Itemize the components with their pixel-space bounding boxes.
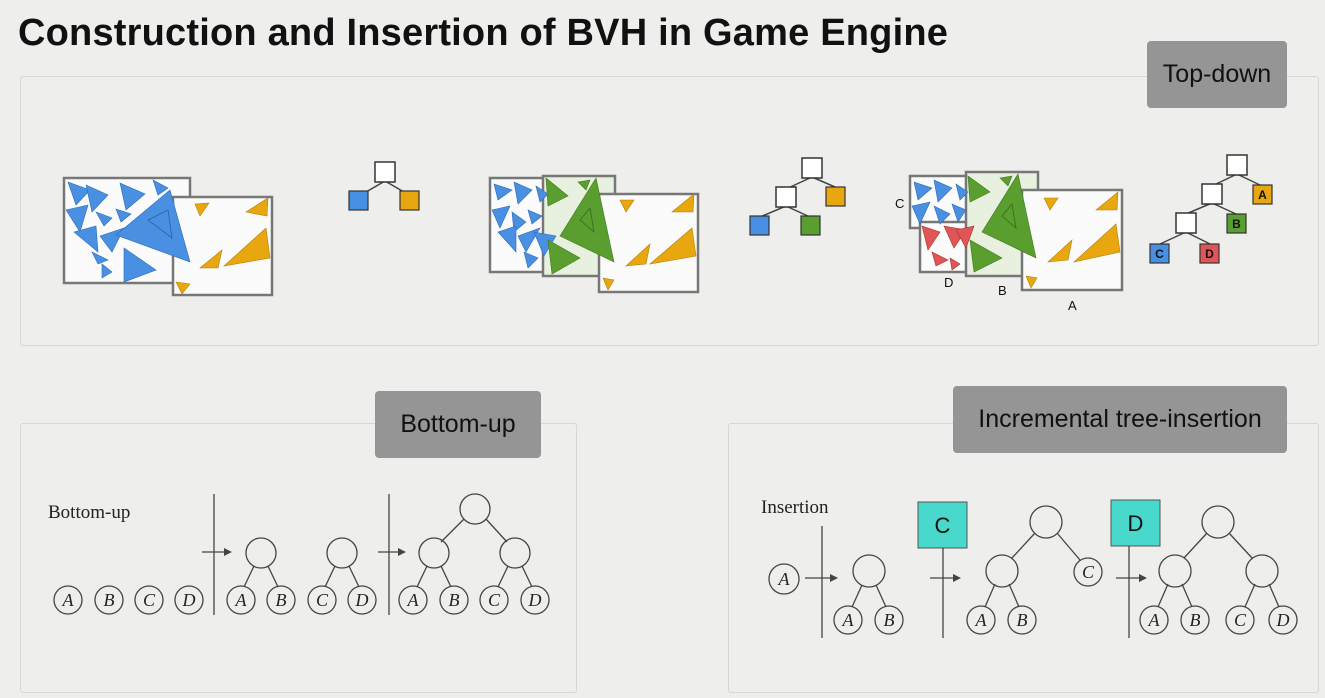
insertion-caption: Insertion — [761, 497, 829, 518]
ins-node-b-3: B — [1017, 610, 1028, 630]
scene-label-d: D — [944, 275, 953, 290]
scene-step1 — [64, 178, 272, 295]
tree-step2 — [750, 158, 845, 235]
ins-node-b-4: B — [1190, 610, 1201, 630]
bu-leaf-a-3: A — [407, 590, 420, 610]
bu-leaf-b-1: B — [104, 590, 115, 610]
scene-label-c: C — [895, 196, 904, 211]
tree-step1 — [349, 162, 419, 210]
bu-leaf-b-2: B — [276, 590, 287, 610]
ins-node-c-4: C — [1234, 610, 1247, 630]
tree3-label-c: C — [1155, 247, 1164, 261]
bu-leaf-d-3: D — [528, 590, 542, 610]
ins-node-a-1: A — [778, 569, 791, 589]
scene-step2 — [490, 176, 698, 292]
bu-leaf-c-2: C — [316, 590, 329, 610]
scene-label-b: B — [998, 283, 1007, 298]
tree3-label-a: A — [1258, 188, 1267, 202]
bottom-up-caption: Bottom-up — [48, 502, 130, 523]
bu-leaf-d-2: D — [355, 590, 369, 610]
ins-node-a-2: A — [842, 610, 855, 630]
bu-leaf-c-1: C — [143, 590, 156, 610]
ins-node-d-4: D — [1276, 610, 1290, 630]
bu-leaf-a-1: A — [62, 590, 75, 610]
bu-leaf-b-3: B — [449, 590, 460, 610]
bu-leaf-c-3: C — [488, 590, 501, 610]
scene-step3: C D B A — [895, 172, 1122, 313]
ins-node-a-4: A — [1148, 610, 1161, 630]
tree3-label-b: B — [1232, 217, 1241, 231]
insert-label-d: D — [1128, 511, 1144, 536]
bu-leaf-a-2: A — [235, 590, 248, 610]
ins-node-c-3: C — [1082, 562, 1095, 582]
ins-node-b-2: B — [884, 610, 895, 630]
ins-node-a-3: A — [975, 610, 988, 630]
insert-label-c: C — [935, 513, 951, 538]
bu-leaf-d-1: D — [182, 590, 196, 610]
scene-label-a: A — [1068, 298, 1077, 313]
tree3-label-d: D — [1205, 247, 1214, 261]
